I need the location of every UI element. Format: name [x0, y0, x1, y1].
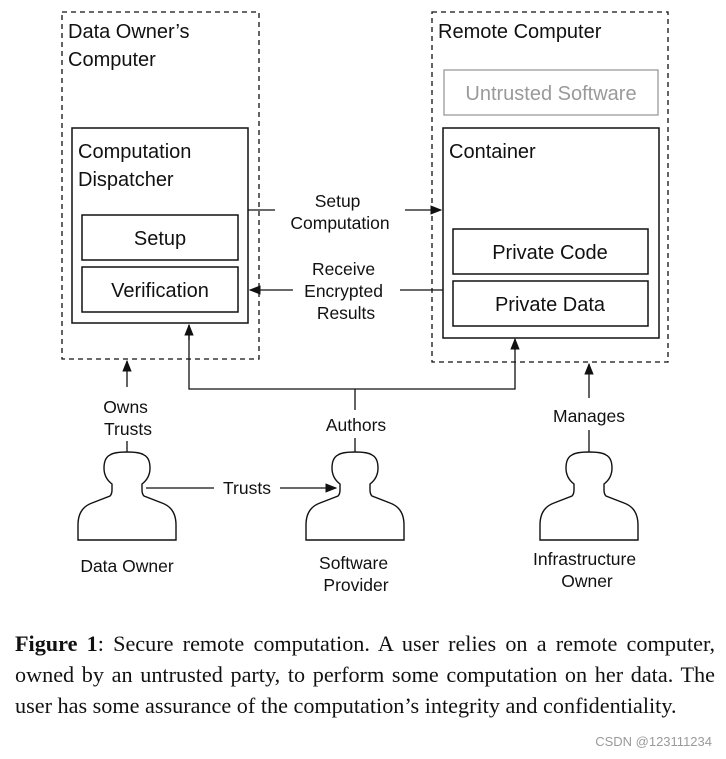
untrusted-software-label: Untrusted Software: [465, 83, 636, 105]
figure-caption-label: Figure 1: [15, 631, 98, 656]
infrastructure-owner-person-icon: [539, 451, 639, 541]
software-provider-label: Software Provider: [319, 553, 393, 595]
private-data-label: Private Data: [495, 294, 606, 316]
authors-label: Authors: [326, 415, 387, 435]
data-owner-computer-title: Data Owner’s Computer: [68, 21, 195, 71]
private-code-label: Private Code: [492, 242, 608, 264]
setup-label: Setup: [134, 228, 186, 250]
data-owner-computer-box: [61, 11, 260, 360]
owns-trusts-label: Owns Trusts: [103, 397, 153, 439]
private-data-box: [452, 280, 649, 327]
verification-label: Verification: [111, 280, 209, 302]
figure-caption-text: : Secure remote computation. A user reli…: [15, 631, 715, 718]
secure-computation-diagram: Data Owner’s Computer Computation Dispat…: [61, 11, 669, 595]
manages-label: Manages: [553, 406, 625, 426]
remote-computer-box: [431, 11, 669, 363]
receive-results-label: Receive Encrypted Results: [304, 259, 388, 323]
container-title: Container: [449, 141, 536, 163]
data-owner-label: Data Owner: [80, 556, 174, 576]
untrusted-software-box: [443, 69, 659, 116]
software-provider-person-icon: [305, 451, 405, 541]
computation-dispatcher-title: Computation Dispatcher: [78, 141, 197, 191]
setup-computation-label: Setup Computation: [290, 191, 389, 233]
private-code-box: [452, 228, 649, 275]
data-owner-person-icon: [77, 451, 177, 541]
figure-caption: Figure 1: Secure remote computation. A u…: [15, 628, 715, 721]
infrastructure-owner-label: Infrastructure Owner: [533, 549, 641, 591]
verification-box: [81, 266, 239, 313]
authors-connector: [188, 325, 516, 390]
trusts-label: Trusts: [223, 478, 271, 498]
watermark: CSDN @123111234: [595, 734, 712, 749]
remote-computer-title: Remote Computer: [438, 21, 602, 43]
setup-box: [81, 214, 239, 261]
